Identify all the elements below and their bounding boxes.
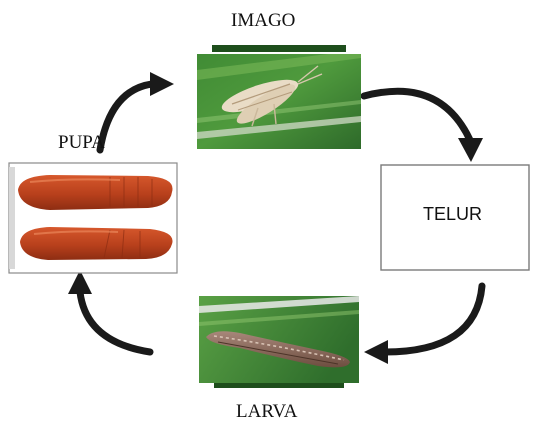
stage-label-larva: LARVA — [236, 401, 297, 423]
stage-label-pupa: PUPA — [58, 132, 105, 154]
arrow-imago-to-telur — [364, 91, 483, 162]
pupa-photo — [9, 163, 177, 273]
arrow-pupa-to-imago — [100, 72, 174, 150]
larva-photo — [199, 296, 359, 389]
arrow-telur-to-larva — [364, 286, 482, 364]
arrow-larva-to-pupa — [68, 270, 150, 352]
pupa-lower — [20, 227, 173, 260]
imago-photo — [197, 45, 361, 149]
pupa-upper — [18, 175, 173, 210]
stage-label-imago: IMAGO — [231, 10, 295, 32]
stage-label-telur: TELUR — [423, 204, 482, 225]
